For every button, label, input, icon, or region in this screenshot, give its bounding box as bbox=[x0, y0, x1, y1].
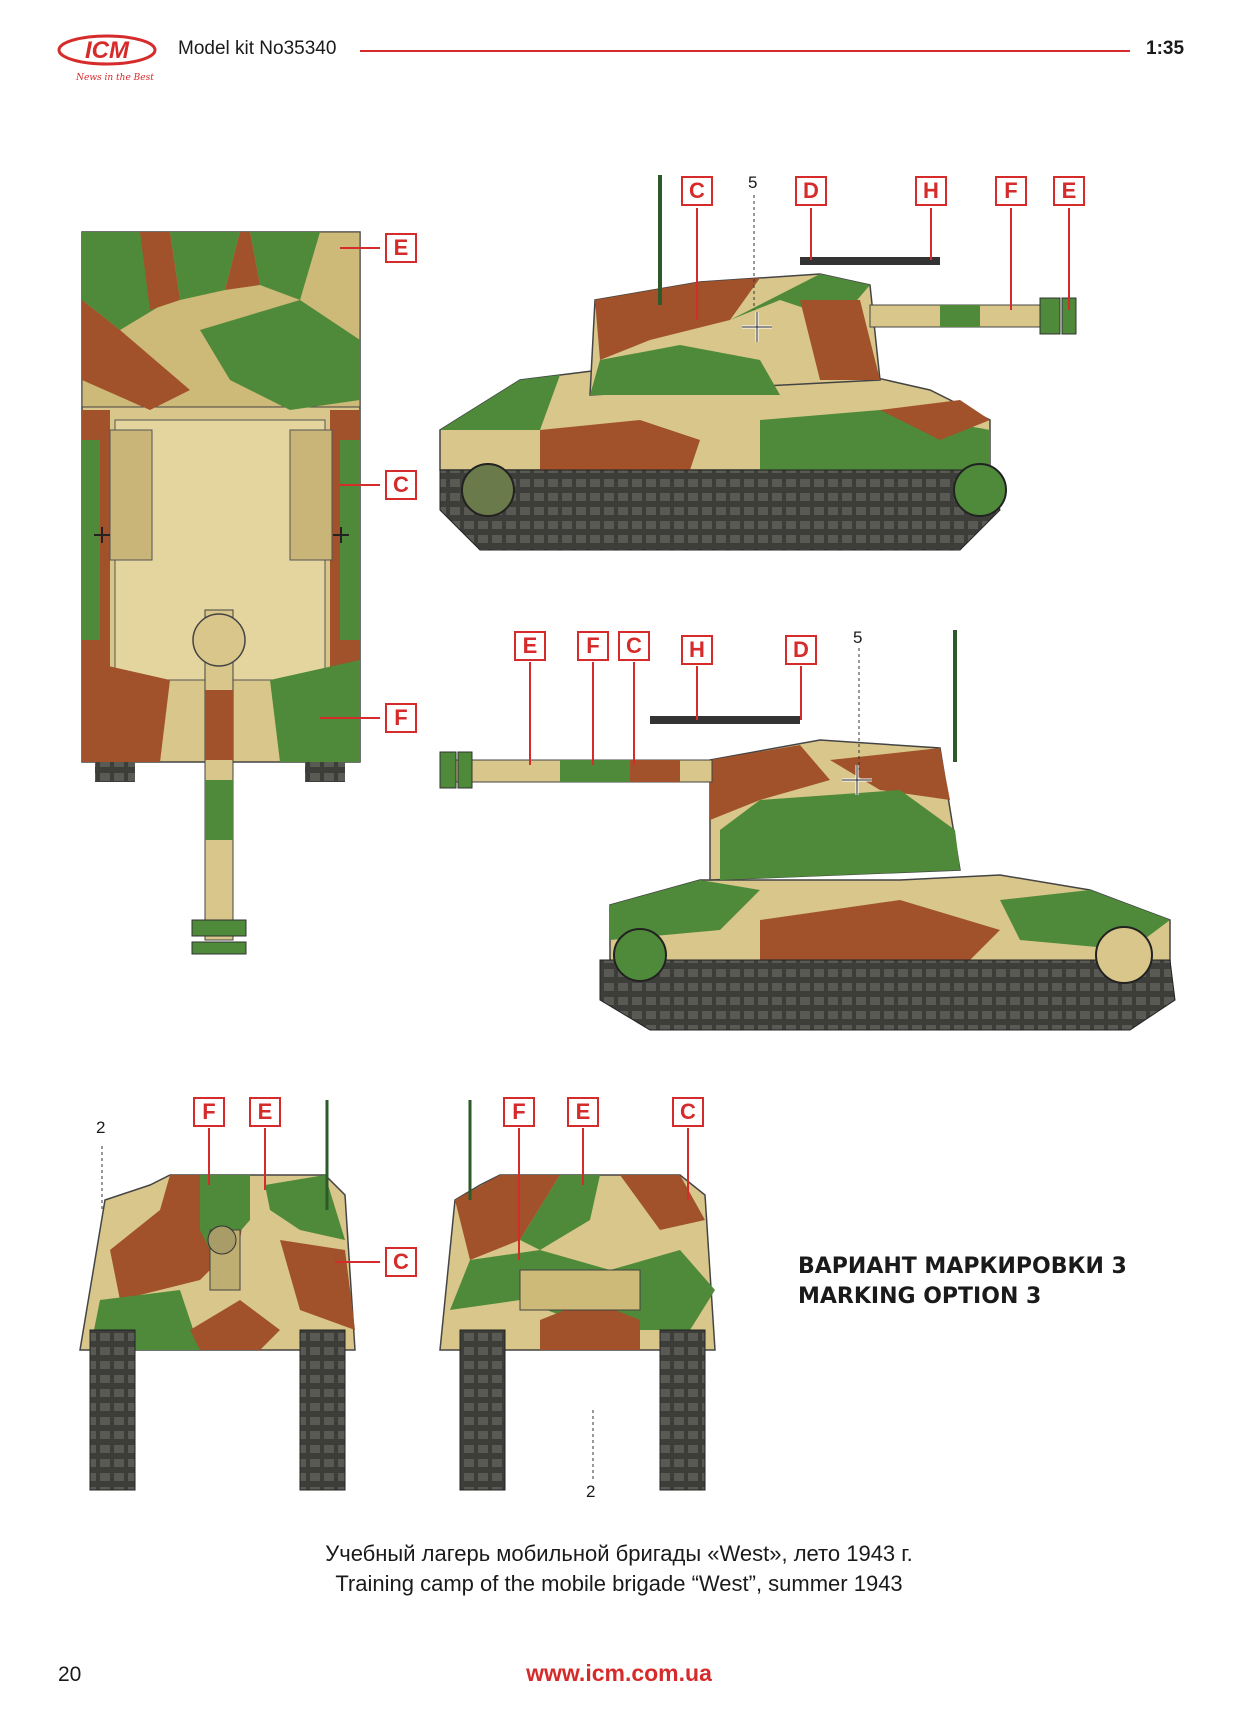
decal-number-rear: 2 bbox=[586, 1482, 596, 1501]
decal-leaders bbox=[101, 195, 860, 1480]
callout-side-right-e: E bbox=[1053, 176, 1085, 206]
callout-front-c: C bbox=[385, 1247, 417, 1277]
top-track-left bbox=[95, 762, 135, 782]
callout-top-f: F bbox=[385, 703, 417, 733]
side-right-muzzle-brake bbox=[1039, 297, 1061, 335]
top-balkenkreuz-right bbox=[333, 527, 349, 543]
logo-brand-text: ICM bbox=[85, 37, 130, 64]
caption-ru: Учебный лагерь мобильной бригады «West»,… bbox=[325, 1541, 913, 1566]
rear-view bbox=[439, 1100, 716, 1491]
callout-side-left-e: E bbox=[514, 631, 546, 661]
callout-side-left-h: H bbox=[681, 635, 713, 665]
page-number: 20 bbox=[58, 1663, 82, 1686]
side-left-muzzle-brake bbox=[439, 751, 457, 789]
side-right-track bbox=[439, 469, 1001, 551]
top-track-right bbox=[305, 762, 345, 782]
callout-front-e: E bbox=[249, 1097, 281, 1127]
callout-side-left-d: D bbox=[785, 635, 817, 665]
callout-rear-f: F bbox=[503, 1097, 535, 1127]
scale-label: 1:35 bbox=[1146, 38, 1185, 59]
front-view bbox=[79, 1100, 356, 1491]
callout-leaders bbox=[208, 208, 1070, 1263]
icm-logo-graphic: ICM News in the Best bbox=[57, 34, 157, 83]
website-link[interactable]: www.icm.com.ua bbox=[526, 1660, 712, 1686]
top-ammo-rack-right bbox=[289, 429, 333, 561]
top-balkenkreuz-left bbox=[94, 527, 110, 543]
callout-rear-c: C bbox=[672, 1097, 704, 1127]
decal-number-side-left: 5 bbox=[853, 628, 863, 647]
top-ammo-rack-left bbox=[109, 429, 153, 561]
callout-side-left-c: C bbox=[618, 631, 650, 661]
side-right-machine-gun bbox=[800, 257, 940, 265]
marking-option-ru: ВАРИАНТ МАРКИРОВКИ 3 bbox=[798, 1254, 1127, 1279]
decal-number-side-right: 5 bbox=[748, 173, 758, 192]
callout-side-right-f: F bbox=[995, 176, 1027, 206]
callout-side-right-d: D bbox=[795, 176, 827, 206]
callout-top-c: C bbox=[385, 470, 417, 500]
top-view bbox=[81, 231, 361, 955]
front-track-left bbox=[89, 1329, 136, 1491]
header-rule bbox=[360, 50, 1130, 52]
front-track-right bbox=[299, 1329, 346, 1491]
side-left-track bbox=[599, 959, 1176, 1031]
kit-title: Model kit No35340 bbox=[178, 38, 337, 59]
rear-track-right bbox=[659, 1329, 706, 1491]
side-left-machine-gun bbox=[650, 716, 800, 724]
side-view-right bbox=[439, 175, 1077, 551]
callout-side-right-h: H bbox=[915, 176, 947, 206]
callout-rear-e: E bbox=[567, 1097, 599, 1127]
callout-side-left-f: F bbox=[577, 631, 609, 661]
callout-front-f: F bbox=[193, 1097, 225, 1127]
callout-top-e: E bbox=[385, 233, 417, 263]
logo-slogan-text: News in the Best bbox=[75, 73, 154, 83]
decal-number-front: 2 bbox=[96, 1118, 106, 1137]
marking-option-en: MARKING OPTION 3 bbox=[798, 1284, 1042, 1309]
callout-side-right-c: C bbox=[681, 176, 713, 206]
rear-track-left bbox=[459, 1329, 506, 1491]
side-view-left bbox=[439, 630, 1176, 1031]
icm-logo: ICM News in the Best bbox=[55, 28, 165, 88]
caption-en: Training camp of the mobile brigade “Wes… bbox=[335, 1571, 903, 1596]
